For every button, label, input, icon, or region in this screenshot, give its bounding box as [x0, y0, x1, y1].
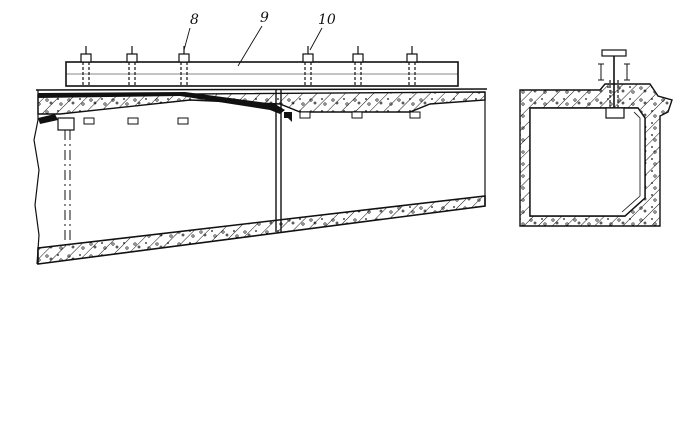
bolt — [302, 46, 314, 86]
timber-beam — [65, 61, 459, 87]
waterproofing-layer-left — [38, 114, 58, 124]
bolt — [80, 46, 92, 86]
bolt — [126, 46, 138, 86]
bolt — [406, 46, 418, 86]
cross-section — [519, 49, 673, 227]
cross-section-bolt — [601, 49, 627, 119]
left-break-line — [33, 90, 40, 265]
label-8: 8 — [190, 12, 199, 28]
bolt — [178, 46, 190, 86]
label-10: 10 — [318, 12, 336, 28]
bolts — [80, 46, 418, 86]
label-9: 9 — [260, 10, 269, 26]
anchor-pads — [83, 111, 421, 125]
waterproofing-layer — [38, 92, 285, 114]
bottom-slab-speckle — [38, 196, 485, 264]
bolt — [352, 46, 364, 86]
section-marks — [598, 63, 630, 81]
callouts: 8 9 10 — [183, 10, 336, 67]
longitudinal-section — [33, 88, 488, 265]
anchor-plate — [57, 117, 75, 131]
cross-section-cavity — [529, 107, 646, 217]
